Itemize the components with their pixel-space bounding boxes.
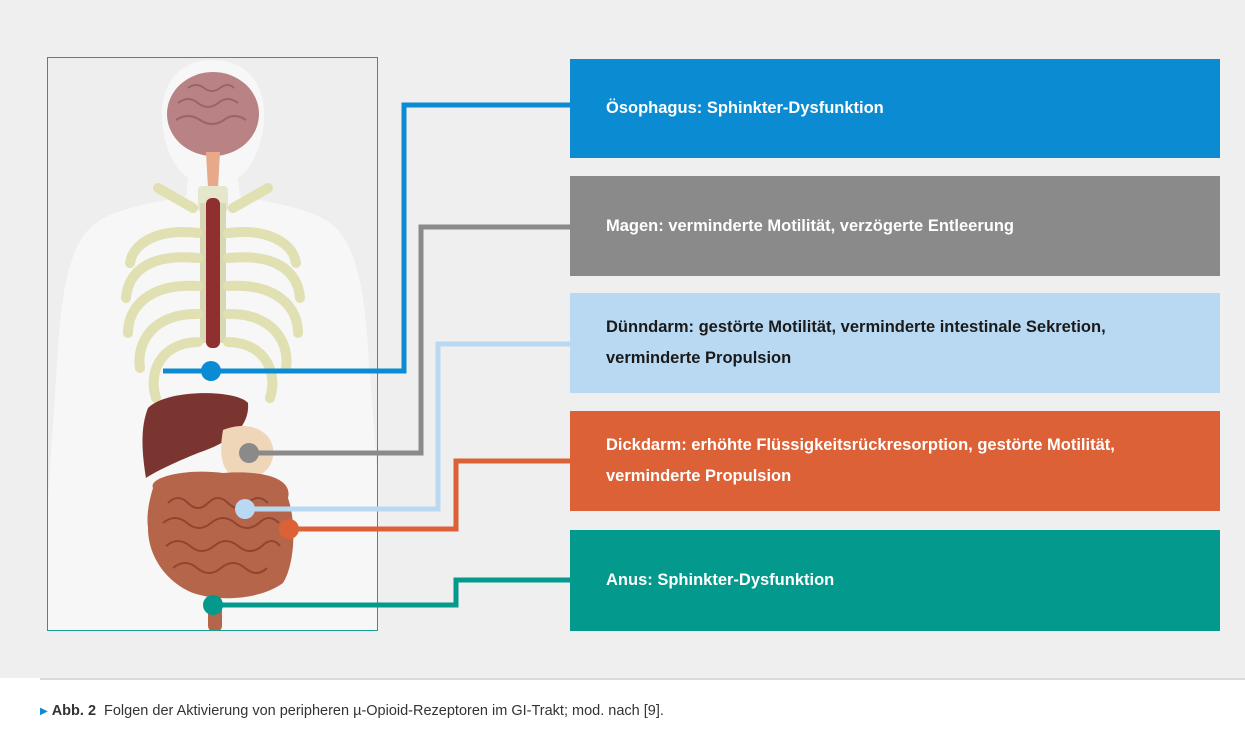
caption-text: Folgen der Aktivierung von peripheren µ-… xyxy=(104,703,664,719)
figure-caption: ▶ Abb. 2 Folgen der Aktivierung von peri… xyxy=(40,678,1245,742)
colon-text: Dickdarm: erhöhte Flüssigkeitsrückresorp… xyxy=(606,436,1115,485)
small-intestine-box: Dünndarm: gestörte Motilität, vermindert… xyxy=(570,293,1220,393)
marker-colon xyxy=(279,519,299,539)
anatomy-illustration xyxy=(47,57,378,631)
stomach-box: Magen: verminderte Motilität, verzögerte… xyxy=(570,176,1220,276)
marker-small-intestine xyxy=(235,499,255,519)
anus-box: Anus: Sphinkter-Dysfunktion xyxy=(570,530,1220,631)
stomach-text: Magen: verminderte Motilität, verzögerte… xyxy=(606,216,1014,235)
human-body-icon xyxy=(48,60,377,630)
small-intestine-text: Dünndarm: gestörte Motilität, vermindert… xyxy=(606,318,1106,367)
connector-anus xyxy=(213,577,570,608)
anus-text: Anus: Sphinkter-Dysfunktion xyxy=(606,571,835,589)
connector-stomach xyxy=(249,224,570,456)
connector-colon xyxy=(289,458,570,532)
connector-esophagus xyxy=(163,102,570,374)
colon-box: Dickdarm: erhöhte Flüssigkeitsrückresorp… xyxy=(570,411,1220,511)
marker-anus xyxy=(203,595,223,615)
esophagus-text: Ösophagus: Sphinkter-Dysfunktion xyxy=(606,99,884,117)
caption-arrow-icon: ▶ xyxy=(40,705,48,717)
caption-label: Abb. 2 xyxy=(51,703,97,719)
figure-panel: Ösophagus: Sphinkter-Dysfunktion Magen: … xyxy=(0,0,1245,678)
esophagus-box: Ösophagus: Sphinkter-Dysfunktion xyxy=(570,59,1220,158)
connector-small-intestine xyxy=(245,341,570,512)
marker-stomach xyxy=(239,443,259,463)
connector-lines xyxy=(163,102,570,615)
marker-esophagus xyxy=(201,361,221,381)
